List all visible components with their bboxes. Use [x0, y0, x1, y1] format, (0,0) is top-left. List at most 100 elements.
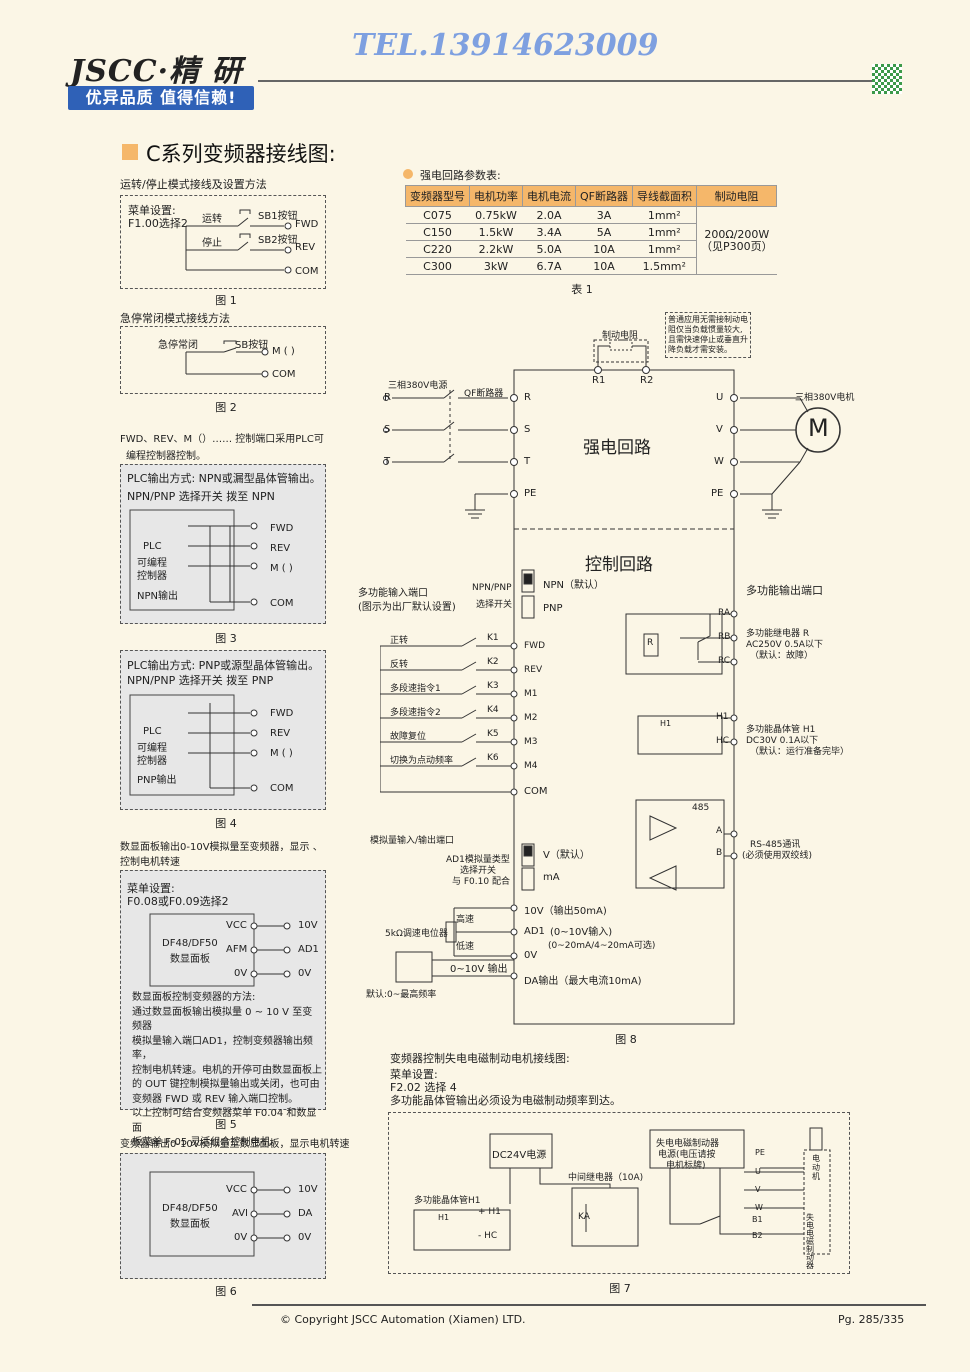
- fig5-para-0: 数显面板控制变频器的方法:: [132, 992, 256, 1003]
- term-w: W: [714, 456, 724, 467]
- fig6-box: [120, 1153, 326, 1279]
- breaker-label: QF断路器: [464, 389, 504, 399]
- fig7-v: V: [755, 1185, 761, 1194]
- cell: 2.2kW: [469, 240, 523, 258]
- fig4-rev: REV: [270, 728, 291, 739]
- cell: C150: [405, 223, 470, 241]
- page-number: Pg. 285/335: [838, 1313, 905, 1326]
- fig6-vcc: VCC: [226, 1184, 247, 1195]
- input-4-term: M3: [524, 737, 538, 747]
- relay-desc1: 多功能继电器 R: [746, 629, 810, 639]
- slogan-banner: 优异品质 值得信赖!: [68, 86, 254, 110]
- relay-ra: RA: [718, 608, 731, 618]
- input-1-k: K2: [487, 657, 499, 667]
- cell: 1mm²: [632, 223, 697, 241]
- pot-low: 低速: [456, 942, 475, 952]
- input-3-name: 多段速指令2: [390, 708, 441, 718]
- fig7-transistor: 多功能晶体管H1: [414, 1196, 481, 1206]
- phone-number: TEL.13914623009: [352, 28, 659, 63]
- cell: 0.75kW: [469, 206, 523, 224]
- cell: 1mm²: [632, 240, 697, 258]
- cell: C300: [405, 257, 470, 275]
- cell: 6.7A: [522, 257, 576, 275]
- input-0-k: K1: [487, 633, 499, 643]
- analog-title: 模拟量输入/输出端口: [370, 836, 455, 846]
- table1-label: 表 1: [571, 283, 593, 296]
- control-circuit-title: 控制回路: [585, 555, 653, 575]
- power-circuit-title: 强电回路: [583, 438, 651, 458]
- input-3-k: K4: [487, 705, 499, 715]
- fig2-caption: 急停常闭模式接线方法: [120, 312, 230, 325]
- th-breaker: QF断路器: [575, 185, 633, 207]
- fig5-panel1: DF48/DF50: [162, 938, 218, 949]
- fig5-cap2: 控制电机转速: [120, 857, 180, 868]
- term-t: T: [524, 456, 531, 467]
- cell: 3A: [575, 206, 633, 224]
- fig2-label: 图 2: [215, 401, 237, 414]
- fig5-cap1: 数显面板输出0-10V模拟量至变频器，显示 、: [120, 842, 323, 853]
- pnp-option: PNP: [543, 603, 563, 614]
- fig5-afm: AFM: [226, 944, 248, 955]
- fig4-pnp: PNP输出: [137, 775, 177, 786]
- fig7-u: U: [755, 1167, 761, 1176]
- mf-in-sub: (图示为出厂默认设置): [358, 602, 456, 613]
- fig1-sb2: SB2按钮: [258, 235, 298, 246]
- input-3-term: M2: [524, 713, 538, 723]
- term-v: V: [716, 424, 723, 435]
- fig1-sb1: SB1按钮: [258, 211, 298, 222]
- relay-coil: R: [647, 638, 654, 648]
- fig6-caption: 变频器输出0-10V模拟量至数显面板，显示电机转速: [120, 1139, 350, 1150]
- fig5-o10: 10V: [298, 920, 318, 931]
- brake-ps-2: 电机标牌): [666, 1161, 706, 1171]
- npn-switch-label1: NPN/PNP: [472, 583, 512, 593]
- r2-label: R2: [640, 375, 654, 386]
- term-hc: HC: [716, 736, 730, 746]
- cell: 1.5mm²: [632, 257, 697, 275]
- relay-desc2: AC250V 0.5A以下: [746, 640, 823, 650]
- fig6-zv: 0V: [234, 1232, 248, 1243]
- src-s: S: [384, 424, 391, 435]
- src-r: R: [384, 392, 391, 403]
- input-0-name: 正转: [390, 636, 409, 646]
- transistor-desc2: DC30V 0.1A以下: [746, 736, 819, 746]
- fig5-para-3: 控制电机转速。电机的开停可由数显面板上: [132, 1064, 322, 1076]
- company-logo: JSCC·精 研: [70, 54, 243, 89]
- fig7-motor-vertical: 电动机: [812, 1154, 820, 1181]
- cell: 3kW: [469, 257, 523, 275]
- term-pe: PE: [524, 488, 537, 499]
- fig2-com: COM: [272, 369, 296, 380]
- fig8-label: 图 8: [615, 1033, 637, 1046]
- fig4-line1: PLC输出方式: PNP或源型晶体管输出。: [127, 659, 320, 672]
- fig5-para-7: 板菜单 F-05 灵活组合控制电机。: [132, 1137, 281, 1148]
- fig3-m: M ( ): [270, 563, 293, 574]
- brake-ps-1: 电源(电压请按: [658, 1150, 716, 1160]
- brake-ref: （见P300页）: [701, 239, 773, 253]
- section-marker: [122, 144, 138, 160]
- fig6-o10: 10V: [298, 1184, 318, 1195]
- th-model: 变频器型号: [405, 185, 470, 207]
- input-5-name: 切换为点动频率: [390, 756, 454, 766]
- fig5-wiring: [149, 913, 291, 987]
- fig8-wiring: [380, 339, 841, 1025]
- term-b: B: [716, 848, 723, 858]
- r1-label: R1: [592, 375, 606, 386]
- fig1-menu1: 菜单设置:: [128, 204, 176, 217]
- input-com: COM: [524, 786, 548, 797]
- input-1-name: 反转: [390, 660, 409, 670]
- fig5-menu1: 菜单设置:: [127, 882, 175, 895]
- fig3-npn: NPN输出: [137, 591, 178, 602]
- fig1-box: [120, 195, 326, 289]
- fig3-fwd: FWD: [270, 523, 294, 534]
- fig3-line1: PLC输出方式: NPN或漏型晶体管输出。: [127, 472, 321, 485]
- term-h1: H1: [716, 712, 729, 722]
- fig5-vcc: VCC: [226, 920, 247, 931]
- cell: 10A: [575, 240, 633, 258]
- fig7-box: [388, 1112, 850, 1274]
- input-2-term: M1: [524, 689, 538, 699]
- input-5-k: K6: [487, 753, 499, 763]
- relay-rc: RC: [718, 656, 731, 666]
- ad1-desc2: (0~20mA/4~20mA可选): [548, 941, 656, 951]
- fig5-box: [120, 870, 326, 1110]
